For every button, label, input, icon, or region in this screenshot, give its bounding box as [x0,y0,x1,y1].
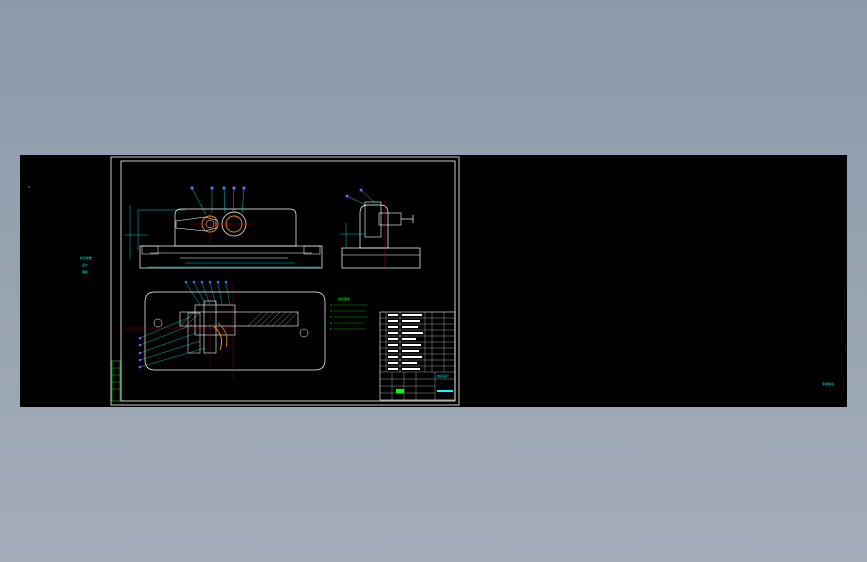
tech-requirements: 技术要求 1. 2. 3. 4. 5. [330,296,368,331]
left-note-3: 审核 [82,269,88,274]
front-view [125,186,323,269]
far-right-note: 专用夹具 [822,381,834,386]
tech-req-3: 3. [330,315,334,319]
tech-requirements-title: 技术要求 [338,296,350,301]
side-view [340,188,421,269]
sheet-outer-border [110,156,460,406]
title-block-name: 夹具设计 [437,373,449,378]
binding-strip [111,360,121,402]
drawing-viewport[interactable]: 2 标记处数 设计 审核 [20,155,847,407]
tech-req-1: 1. [330,303,334,307]
left-note-2: 设计 [82,262,88,267]
tech-req-2: 2. [330,309,334,313]
tech-req-4: 4. [330,321,334,325]
sheet-inner-border [120,160,456,402]
tech-req-5: 5. [330,327,334,331]
left-note-1: 标记处数 [80,255,92,260]
top-view [120,280,326,380]
drawing-canvas[interactable]: 2 标记处数 设计 审核 [20,155,847,407]
corner-tag: 2 [28,185,30,189]
title-block: 夹具设计 [379,311,456,401]
